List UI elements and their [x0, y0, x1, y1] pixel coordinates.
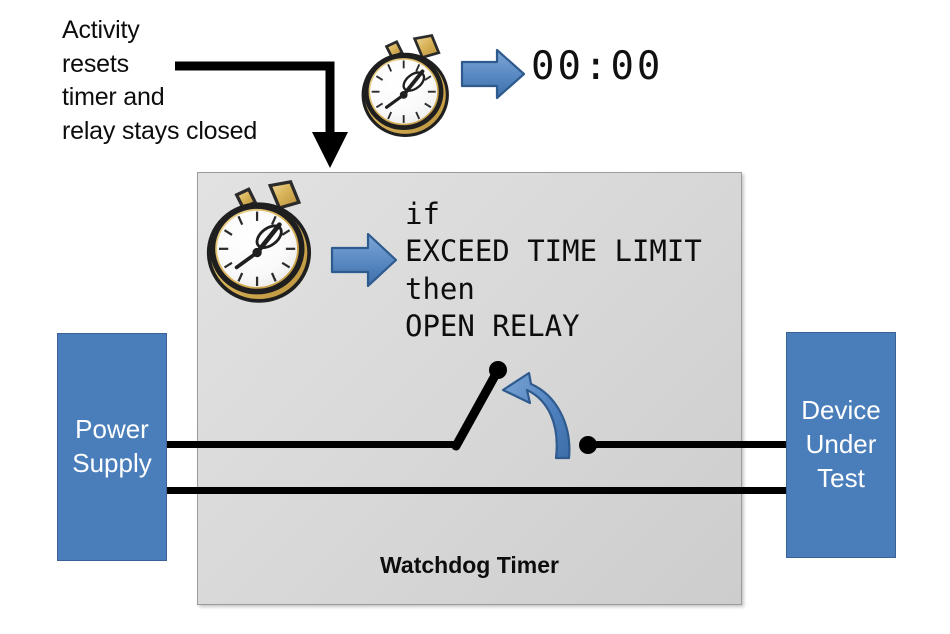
device-under-test-block[interactable]: Device Under Test: [786, 332, 896, 558]
stopwatch-icon-top: [361, 34, 449, 137]
activity-reset-annotation: Activity resets timer and relay stays cl…: [62, 16, 258, 145]
watchdog-timer-label: Watchdog Timer: [380, 552, 559, 578]
supply-bottom-wire: [166, 487, 788, 494]
blue-right-arrow-icon-top: [460, 48, 526, 100]
power-supply-block[interactable]: Power Supply: [57, 333, 167, 561]
timer-readout: 00:00: [531, 44, 664, 89]
watchdog-rule-code: if EXCEED TIME LIMIT then OPEN RELAY: [405, 197, 702, 344]
supply-top-wire-left: [166, 441, 458, 448]
supply-top-wire-right: [584, 441, 788, 448]
